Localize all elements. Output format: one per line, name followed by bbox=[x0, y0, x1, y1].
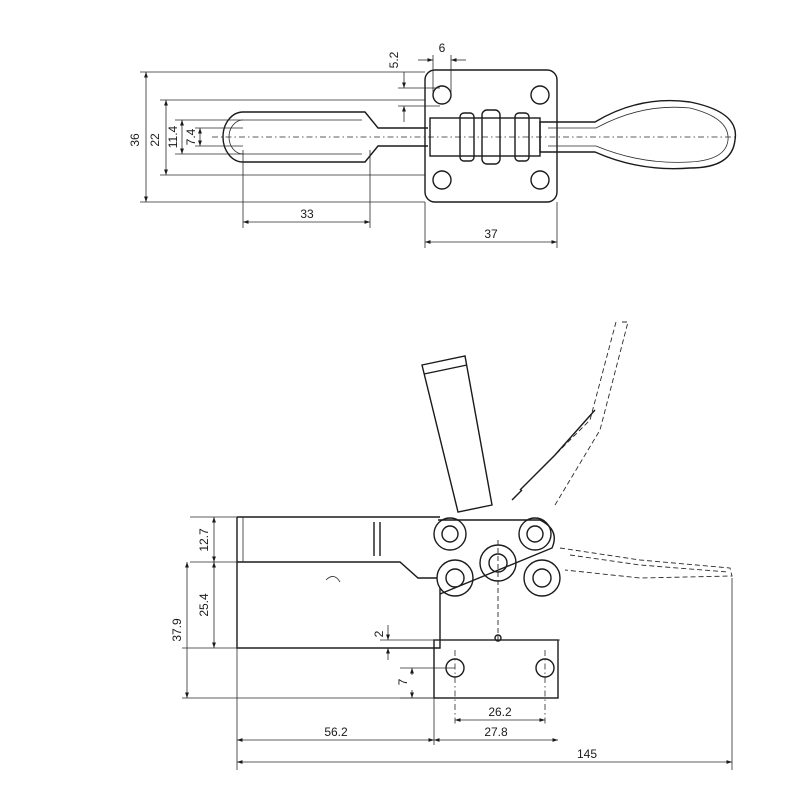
mounting-hole bbox=[432, 85, 452, 105]
dim-6: 6 bbox=[439, 41, 446, 55]
dim-7: 7 bbox=[396, 678, 410, 685]
handle-raised bbox=[421, 355, 493, 513]
dim-22: 22 bbox=[148, 133, 162, 147]
dim-56-2: 56.2 bbox=[324, 725, 348, 739]
base-plate-side bbox=[433, 639, 559, 699]
dim-5-2: 5.2 bbox=[387, 51, 401, 68]
base-plate-top bbox=[424, 69, 558, 203]
dim-26-2: 26.2 bbox=[488, 705, 512, 719]
dim-33: 33 bbox=[300, 207, 314, 221]
dim-11-4: 11.4 bbox=[166, 125, 180, 148]
dim-25-4: 25.4 bbox=[197, 593, 211, 617]
dim-37: 37 bbox=[484, 227, 498, 241]
dim-7-4: 7.4 bbox=[184, 128, 198, 145]
dim-36: 36 bbox=[128, 133, 142, 147]
mounting-hole bbox=[432, 170, 452, 190]
dim-145: 145 bbox=[577, 747, 597, 761]
clamp-arm-top bbox=[222, 111, 428, 163]
dim-12-7: 12.7 bbox=[197, 528, 211, 552]
side-view: 12.7 25.4 37.9 2 7 26.2 27.8 56.2 145 bbox=[170, 321, 733, 770]
clamp-arm-side bbox=[236, 516, 441, 649]
handle-lowered bbox=[559, 547, 733, 579]
dim-37-9: 37.9 bbox=[170, 618, 184, 642]
dim-27-8: 27.8 bbox=[484, 725, 508, 739]
mounting-hole bbox=[530, 170, 550, 190]
dim-2: 2 bbox=[372, 630, 386, 637]
handle-top bbox=[539, 99, 737, 170]
mounting-hole bbox=[530, 85, 550, 105]
top-view: 36 22 11.4 7.4 5.2 6 33 37 bbox=[128, 41, 737, 248]
